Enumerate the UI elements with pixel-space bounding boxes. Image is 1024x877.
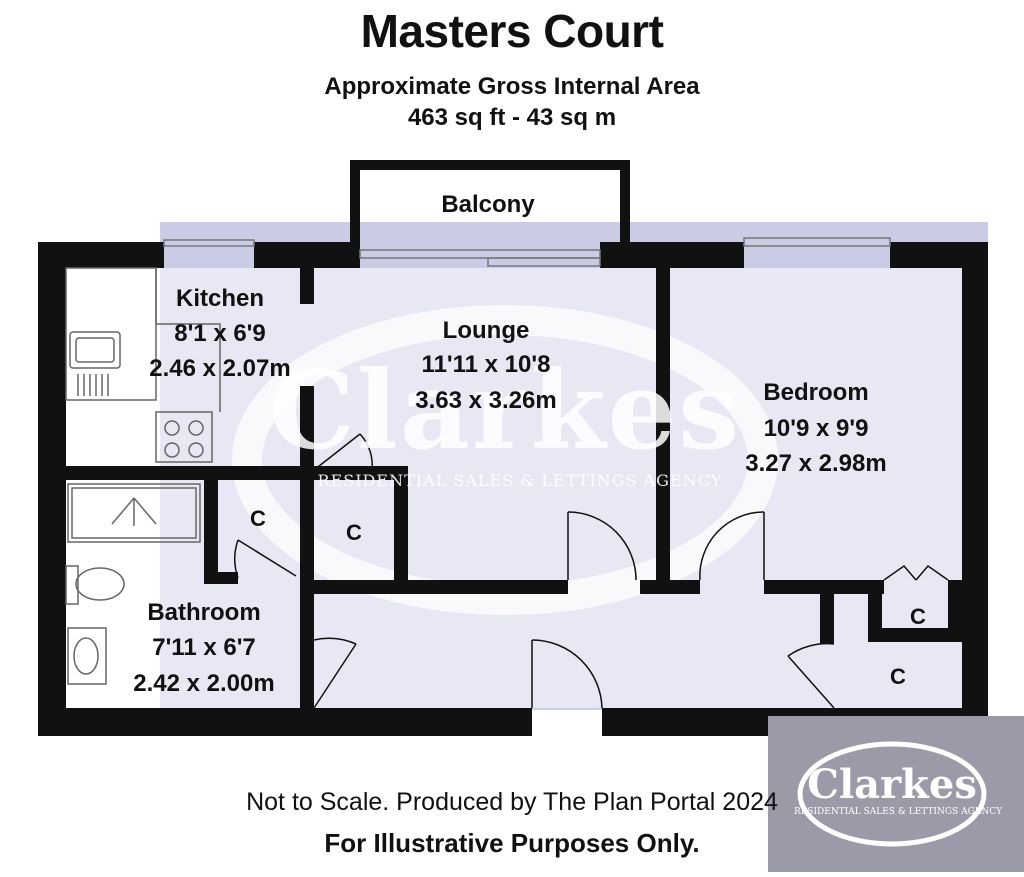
lounge-label: Lounge 11'11 x 10'8 3.63 x 3.26m [415, 317, 556, 414]
disclaimer-scale: Not to Scale. Produced by The Plan Porta… [246, 788, 778, 816]
agency-logo-mark: Clarkes RESIDENTIAL SALES & LETTINGS AGE… [794, 741, 1003, 847]
bathroom-metric: 2.42 x 2.00m [133, 670, 274, 697]
closet-label-bathroom: C [250, 506, 266, 531]
page-title: Masters Court [360, 5, 664, 57]
closet-label-bedroom: C [910, 604, 926, 629]
kitchen-imperial: 8'1 x 6'9 [174, 320, 266, 347]
closet-label-entry: C [890, 664, 906, 689]
agency-logo: Clarkes RESIDENTIAL SALES & LETTINGS AGE… [768, 716, 1024, 872]
gross-area: 463 sq ft - 43 sq m [407, 104, 617, 131]
balcony-label: Balcony [441, 191, 535, 218]
bedroom-metric: 3.27 x 2.98m [745, 450, 886, 477]
disclaimer-illustrative: For Illustrative Purposes Only. [324, 828, 700, 858]
bathroom-fittings [65, 483, 201, 685]
doors [234, 433, 949, 709]
watermark-tagline: RESIDENTIAL SALES & LETTINGS AGENCY [318, 471, 723, 490]
kitchen-name: Kitchen [176, 285, 264, 312]
closet-label-hall: C [346, 520, 362, 545]
logo-tagline: RESIDENTIAL SALES & LETTINGS AGENCY [794, 807, 1003, 817]
kitchen-metric: 2.46 x 2.07m [149, 355, 290, 382]
balcony-outline [350, 160, 630, 242]
kitchen-label: Kitchen 8'1 x 6'9 2.46 x 2.07m [149, 285, 290, 382]
windows [163, 237, 891, 267]
area-subtitle: Approximate Gross Internal Area [324, 73, 700, 100]
bedroom-label: Bedroom 10'9 x 9'9 3.27 x 2.98m [745, 379, 886, 477]
lounge-name: Lounge [443, 317, 530, 344]
logo-brand: Clarkes [807, 761, 977, 808]
lounge-metric: 3.63 x 3.26m [415, 387, 556, 414]
kitchen-fittings [65, 267, 221, 463]
bathroom-name: Bathroom [147, 599, 260, 626]
lounge-imperial: 11'11 x 10'8 [422, 351, 551, 378]
interior-walls [66, 268, 962, 708]
watermark-brand: Clarkes [269, 348, 741, 474]
bedroom-imperial: 10'9 x 9'9 [764, 415, 869, 442]
bedroom-name: Bedroom [763, 379, 868, 406]
bathroom-imperial: 7'11 x 6'7 [152, 634, 256, 661]
bathroom-label: Bathroom 7'11 x 6'7 2.42 x 2.00m [133, 599, 274, 697]
